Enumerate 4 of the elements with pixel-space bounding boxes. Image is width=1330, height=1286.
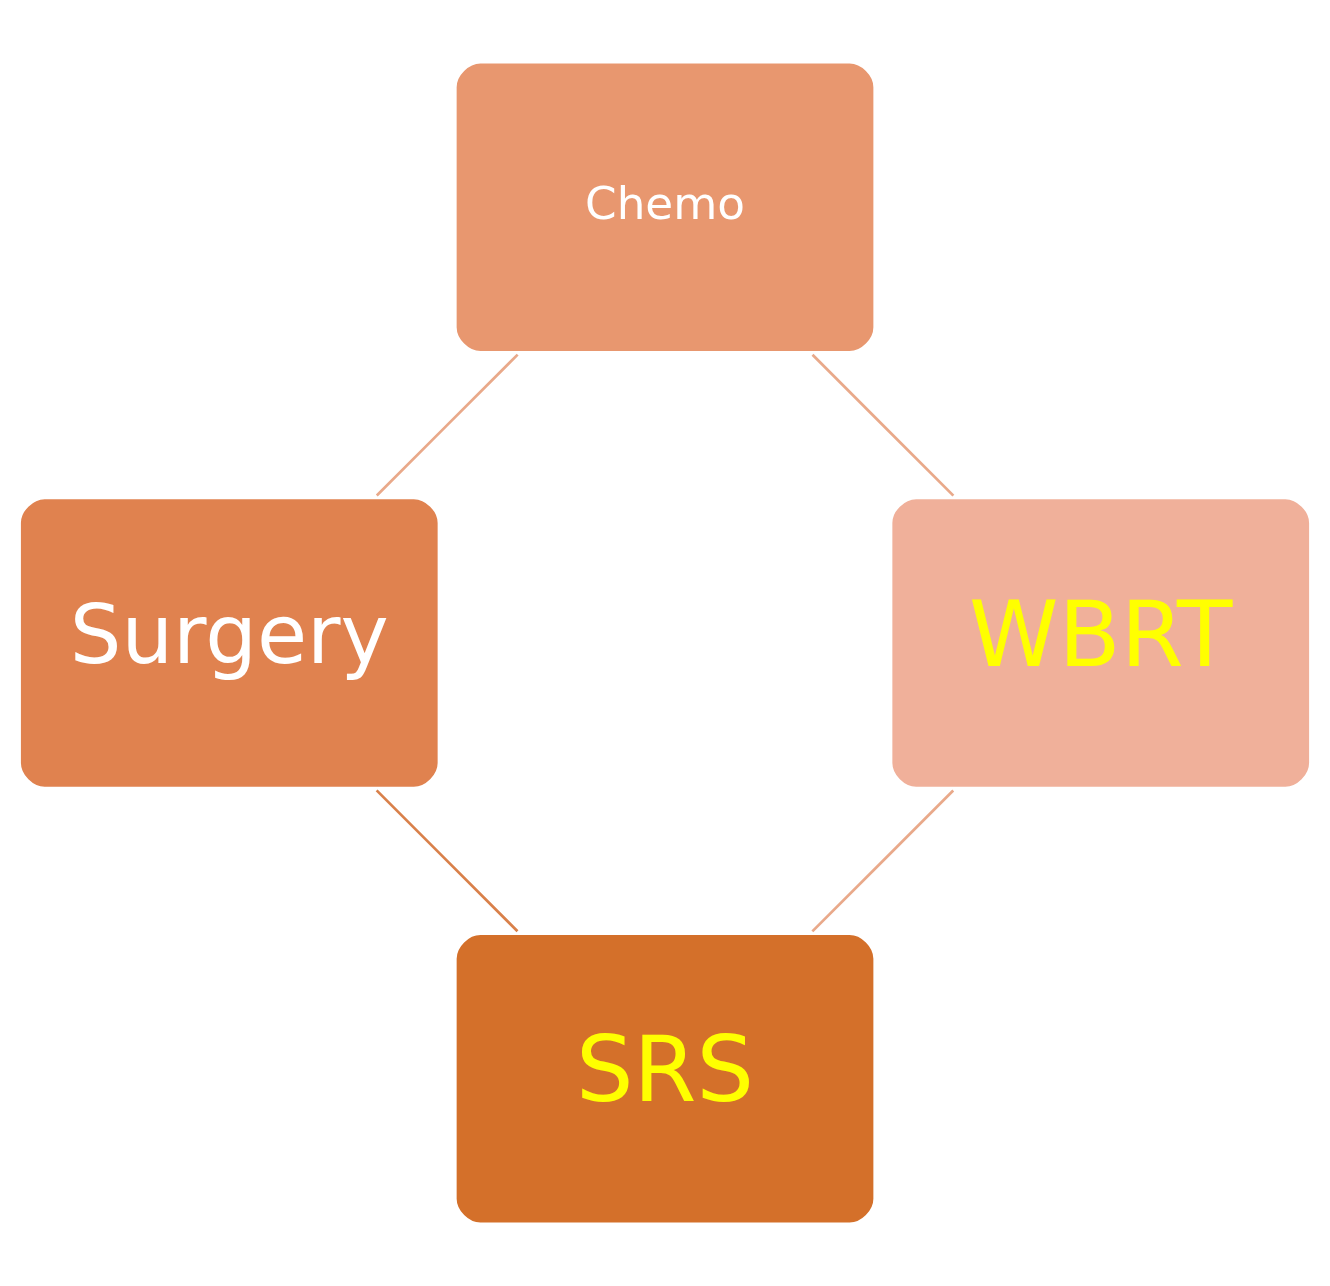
connector	[375, 353, 519, 497]
connector	[811, 353, 955, 497]
connector	[811, 789, 955, 933]
connector	[375, 789, 519, 933]
